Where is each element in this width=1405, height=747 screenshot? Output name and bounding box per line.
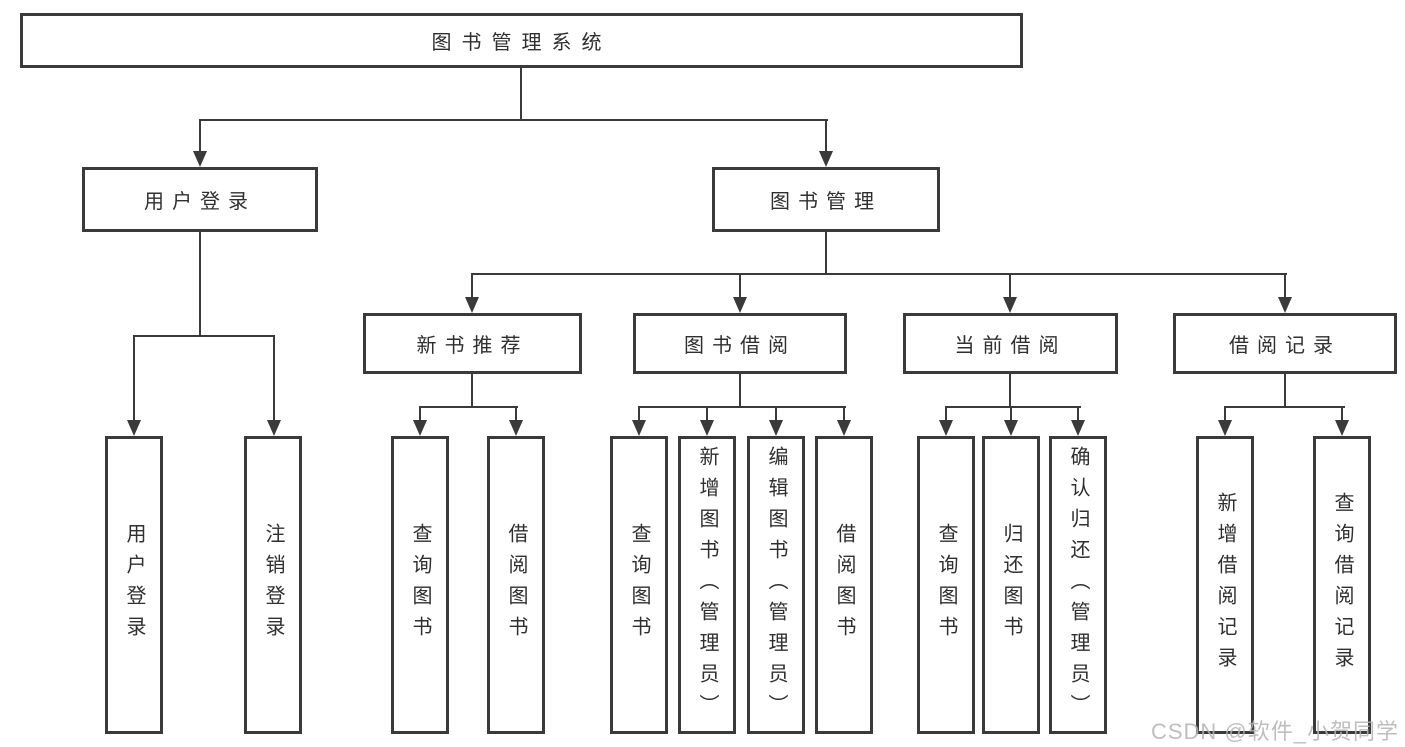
node-label: 新增图书（管理员） <box>696 445 718 725</box>
connector-arrow-down <box>733 274 747 313</box>
node-label: 借阅图书 <box>505 523 527 647</box>
connector-line <box>945 406 1081 408</box>
node-borrowing-add-books-admin: 新增图书（管理员） <box>678 436 736 734</box>
node-label: 图书管理 <box>770 191 882 213</box>
node-label: 借阅记录 <box>1229 335 1341 357</box>
node-label: 查询图书 <box>409 523 431 647</box>
node-borrowing-borrow-books: 借阅图书 <box>815 436 873 734</box>
node-borrowing-records: 借阅记录 <box>1173 313 1397 374</box>
connector-arrow-down <box>1218 407 1232 436</box>
node-user-login-action: 用户登录 <box>105 436 163 734</box>
node-label: 确认归还（管理员） <box>1067 445 1089 725</box>
connector-line <box>520 68 522 121</box>
node-book-management: 图书管理 <box>712 167 940 232</box>
connector-arrow-down <box>1278 274 1292 313</box>
node-label: 新增借阅记录 <box>1214 492 1236 678</box>
node-borrowing-edit-books-admin: 编辑图书（管理员） <box>747 436 805 734</box>
connector-arrow-down <box>939 407 953 436</box>
connector-arrow-down <box>267 336 281 436</box>
connector-arrow-down <box>1335 407 1349 436</box>
connector-arrow-down <box>819 119 833 167</box>
node-label: 注销登录 <box>262 523 284 647</box>
node-label: 查询图书 <box>628 523 650 647</box>
node-label: 编辑图书（管理员） <box>765 445 787 725</box>
node-label: 用户登录 <box>144 191 256 213</box>
node-current-confirm-return-admin: 确认归还（管理员） <box>1049 436 1107 734</box>
connector-line <box>471 374 473 407</box>
node-recommend-query-books: 查询图书 <box>391 436 449 734</box>
connector-arrow-down <box>632 407 646 436</box>
node-new-book-recommend: 新书推荐 <box>363 313 582 374</box>
node-label: 用户登录 <box>123 523 145 647</box>
node-borrowing-query-books: 查询图书 <box>610 436 668 734</box>
node-current-return-books: 归还图书 <box>982 436 1040 734</box>
connector-arrow-down <box>1003 274 1017 313</box>
node-label: 当前借阅 <box>954 335 1067 357</box>
connector-line <box>133 335 275 337</box>
connector-arrow-down <box>193 119 207 167</box>
node-current-query-books: 查询图书 <box>917 436 975 734</box>
connector-line <box>419 406 518 408</box>
connector-line <box>825 232 827 275</box>
node-label: 图书借阅 <box>684 335 796 357</box>
connector-line <box>739 374 741 407</box>
node-label: 查询图书 <box>935 523 957 647</box>
node-current-borrowing: 当前借阅 <box>903 313 1118 374</box>
connector-line <box>1284 374 1286 407</box>
node-records-add-record: 新增借阅记录 <box>1196 436 1254 734</box>
connector-arrow-down <box>127 336 141 436</box>
connector-arrow-down <box>837 407 851 436</box>
connector-line <box>638 406 846 408</box>
node-book-borrowing: 图书借阅 <box>633 313 847 374</box>
node-label: 图书管理系统 <box>431 32 612 54</box>
connector-line <box>1224 406 1345 408</box>
connector-arrow-down <box>1004 407 1018 436</box>
node-label: 借阅图书 <box>833 523 855 647</box>
node-library-management-system: 图书管理系统 <box>20 13 1023 68</box>
connector-arrow-down <box>769 407 783 436</box>
connector-line <box>199 232 201 337</box>
connector-arrow-down <box>413 407 427 436</box>
connector-arrow-down <box>1071 407 1085 436</box>
connector-line <box>471 273 1287 275</box>
node-user-login: 用户登录 <box>82 167 318 232</box>
node-logout-action: 注销登录 <box>244 436 302 734</box>
connector-arrow-down <box>700 407 714 436</box>
connector-line <box>199 119 828 121</box>
node-label: 归还图书 <box>1000 523 1022 647</box>
connector-arrow-down <box>465 274 479 313</box>
node-label: 查询借阅记录 <box>1331 492 1353 678</box>
node-records-query-record: 查询借阅记录 <box>1313 436 1371 734</box>
connector-arrow-down <box>509 407 523 436</box>
node-recommend-borrow-books: 借阅图书 <box>487 436 545 734</box>
connector-line <box>1009 374 1011 407</box>
node-label: 新书推荐 <box>416 335 529 357</box>
